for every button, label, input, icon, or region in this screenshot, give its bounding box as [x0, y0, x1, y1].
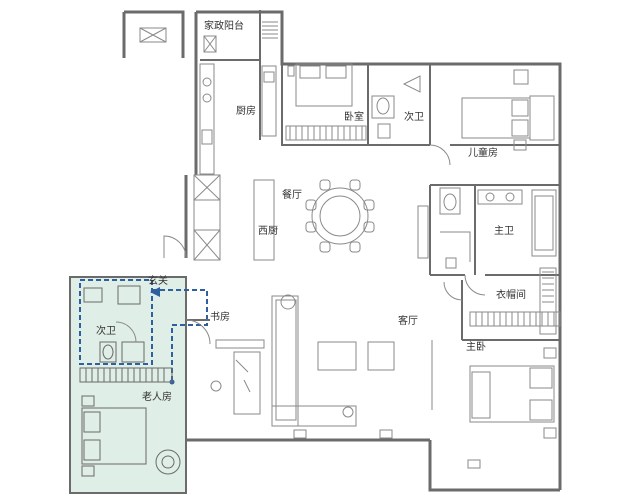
interior-walls [185, 10, 560, 440]
room-label-kids-room: 儿童房 [468, 146, 498, 159]
room-label-dining: 餐厅 [282, 188, 302, 201]
room-labels: 家政阳台 厨房 卧室 次卫 儿童房 餐厅 西厨 主卫 玄关 次卫 书房 客厅 衣… [96, 19, 526, 403]
exterior-walls [122, 10, 562, 492]
room-label-foyer: 玄关 [148, 274, 168, 287]
circulation-dashed-outline [79, 279, 153, 365]
room-label-master-bath: 主卫 [494, 225, 514, 237]
room-label-bath-top: 次卫 [404, 110, 424, 123]
kids-room-furniture [461, 69, 555, 151]
dining-furniture [253, 179, 375, 261]
room-label-kitchen: 厨房 [236, 104, 256, 117]
room-label-elder-room: 老人房 [142, 390, 172, 403]
elder-suite-fill [69, 276, 187, 494]
elder-room-furniture [79, 285, 181, 477]
living-furniture [210, 294, 395, 439]
room-label-closet: 衣帽间 [496, 288, 526, 301]
room-label-living: 客厅 [398, 314, 418, 327]
elder-suite-highlight [69, 276, 208, 494]
room-label-western-kitchen: 西厨 [258, 225, 278, 237]
room-label-bedroom: 卧室 [344, 110, 364, 123]
doors [115, 144, 486, 345]
bath-top-fixtures [371, 75, 421, 139]
room-label-master-bedroom: 主卧 [466, 340, 486, 353]
closet-fixtures [469, 267, 561, 335]
kitchen-fixtures [193, 63, 277, 261]
circulation-dashed-path [152, 289, 208, 382]
room-label-bath-left: 次卫 [96, 324, 116, 337]
room-label-laundry-balcony: 家政阳台 [204, 19, 244, 32]
bedroom-furniture [285, 63, 367, 141]
room-label-study: 书房 [210, 310, 230, 323]
master-bedroom-furniture [431, 340, 557, 469]
circulation-arrow-icon [150, 287, 160, 297]
master-bath-fixtures [417, 187, 557, 269]
laundry-balcony-fixtures [139, 21, 278, 53]
